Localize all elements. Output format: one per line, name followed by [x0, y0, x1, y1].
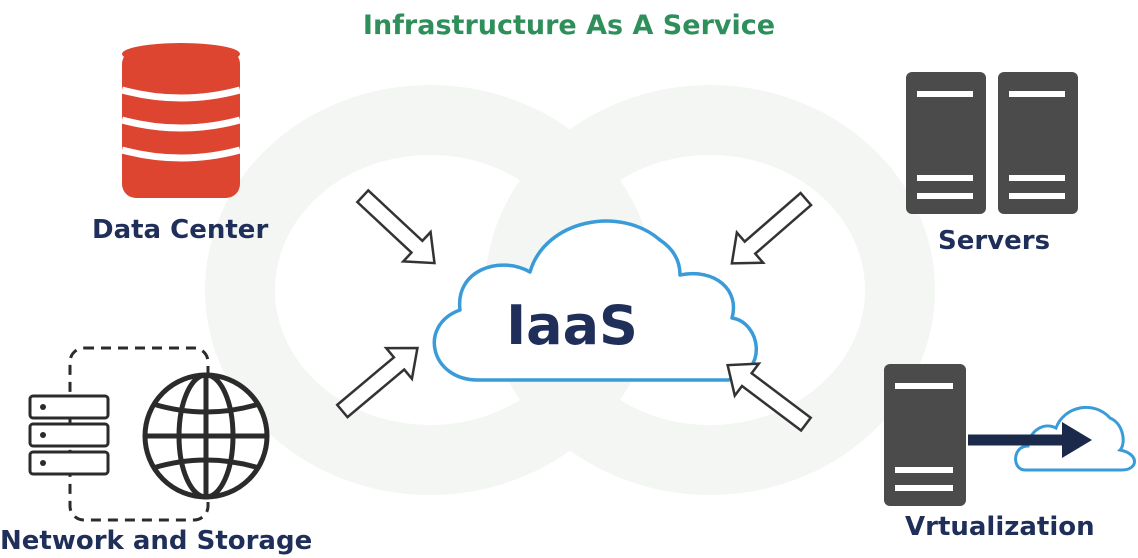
- network-storage-label: Network and Storage: [0, 526, 313, 556]
- arrow-virtualization: [726, 362, 813, 433]
- server-rack-icon: [906, 72, 1078, 214]
- virtualization-label: Vrtualization: [905, 512, 1095, 542]
- arrow-data-center: [355, 188, 436, 265]
- storage-icon: [28, 394, 110, 476]
- servers-label: Servers: [938, 226, 1051, 256]
- globe-icon: [142, 372, 270, 500]
- iaas-label: IaaS: [506, 294, 638, 357]
- server-to-cloud-icon: [884, 364, 1136, 506]
- arrow-servers: [730, 191, 813, 265]
- arrow-network-storage: [335, 346, 419, 419]
- database-icon: [121, 43, 241, 198]
- data-center-label: Data Center: [92, 215, 269, 245]
- cloud-icon: [432, 219, 758, 382]
- diagram-title: Infrastructure As A Service: [362, 10, 776, 41]
- network-storage-icon: [28, 346, 270, 522]
